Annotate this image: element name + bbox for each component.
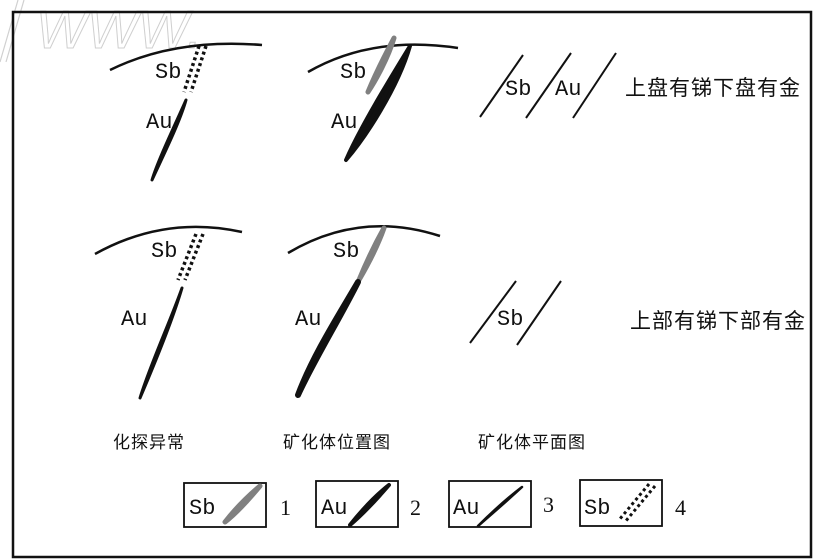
au-label: Au <box>146 110 172 135</box>
au-label: Au <box>121 307 147 332</box>
sb-orebody <box>356 225 387 283</box>
legend-number: 1 <box>280 495 291 520</box>
row2-position-panel: Sb Au <box>287 224 441 398</box>
legend-item-au-anomaly: Au 3 <box>448 480 554 528</box>
legend: Sb 1 Au 2 Au 3 Sb 4 <box>183 479 686 528</box>
plan-line <box>479 54 524 118</box>
legend-label: Au <box>453 496 479 521</box>
surface-arc <box>94 225 243 256</box>
legend-sb-dotted-swatch <box>623 485 657 523</box>
au-orebody <box>344 44 412 162</box>
watermark-text: WWW. <box>36 0 202 60</box>
watermark-slash <box>5 0 25 63</box>
legend-item-sb-anomaly: Sb 4 <box>579 479 686 527</box>
legend-label: Sb <box>189 496 215 521</box>
surface-arc <box>109 42 263 72</box>
sb-label: Sb <box>151 239 177 264</box>
caption-anomaly: 化探异常 <box>113 433 185 453</box>
sb-anomaly-dotted <box>176 233 198 281</box>
sb-anomaly-dotted <box>189 45 208 93</box>
legend-sb-swatch <box>222 483 263 525</box>
legend-label: Sb <box>584 496 610 521</box>
figure-frame <box>11 10 813 559</box>
surface-arc <box>307 43 459 74</box>
row1-anomaly-panel: Sb Au <box>109 42 263 182</box>
legend-number: 2 <box>410 495 421 520</box>
sb-orebody <box>365 35 397 95</box>
row1-plan-panel: Sb Au 上盘有锑下盘有金 <box>479 52 801 119</box>
plan-line <box>516 280 562 346</box>
surface-arc <box>287 224 441 255</box>
au-label: Au <box>331 110 357 135</box>
row2-plan-panel: Sb 上部有锑下部有金 <box>469 280 806 346</box>
sb-label: Sb <box>340 60 366 85</box>
au-label: Au <box>555 77 581 102</box>
legend-label: Au <box>321 496 347 521</box>
row1-position-panel: Sb Au <box>307 35 459 162</box>
sb-label: Sb <box>505 77 531 102</box>
sb-label: Sb <box>333 239 359 264</box>
au-orebody <box>295 279 361 398</box>
watermark-slash <box>0 0 19 63</box>
plan-line <box>469 280 517 344</box>
legend-item-au-orebody: Au 2 <box>315 480 421 528</box>
sb-label: Sb <box>155 60 181 85</box>
row1-description: 上盘有锑下盘有金 <box>625 76 801 100</box>
legend-au-swatch <box>348 483 391 527</box>
sb-anomaly-dotted <box>183 233 205 281</box>
row2-description: 上部有锑下部有金 <box>630 309 806 333</box>
caption-position: 矿化体位置图 <box>283 433 391 453</box>
legend-number: 4 <box>675 495 686 520</box>
au-anomaly-outline <box>150 98 188 182</box>
legend-au-outline-swatch <box>476 485 524 528</box>
au-label: Au <box>295 307 321 332</box>
plan-line <box>572 52 617 119</box>
caption-plan: 矿化体平面图 <box>478 433 586 453</box>
au-anomaly-outline <box>138 286 184 400</box>
legend-number: 3 <box>543 492 554 517</box>
sb-label: Sb <box>497 307 523 332</box>
sb-anomaly-dotted <box>182 45 201 93</box>
plan-line <box>525 52 572 119</box>
legend-box <box>448 480 532 528</box>
row2-anomaly-panel: Sb Au <box>94 225 243 400</box>
watermark: WWW. <box>0 0 202 63</box>
legend-sb-dotted-swatch <box>617 483 651 521</box>
legend-item-sb-orebody: Sb 1 <box>183 482 291 528</box>
